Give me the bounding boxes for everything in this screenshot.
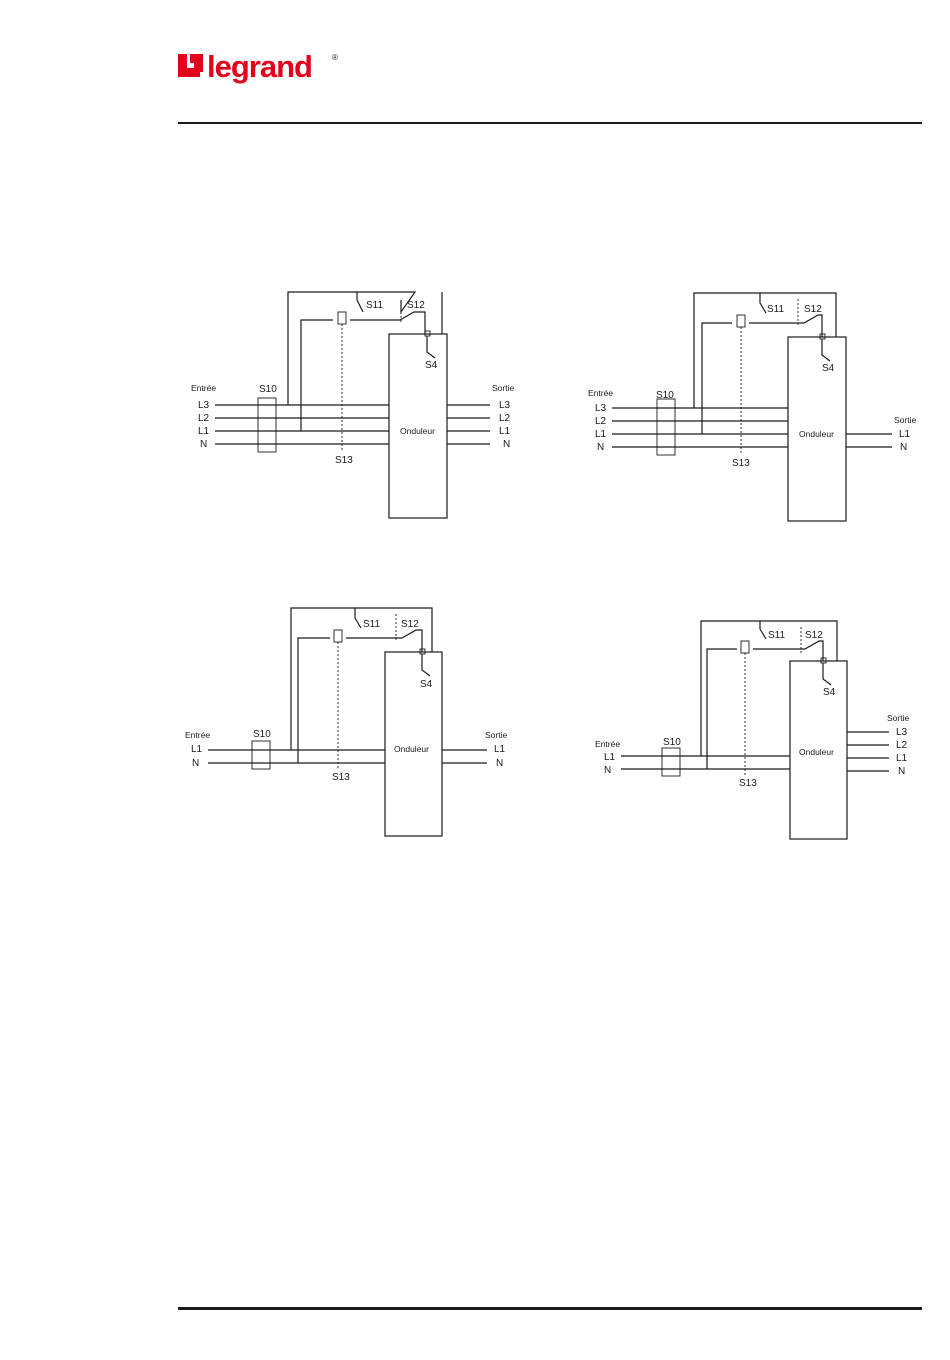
s4-label: S4 (823, 687, 836, 698)
onduleur-label: Onduleur (799, 747, 834, 757)
output-label: L1 (494, 744, 506, 755)
s13-label: S13 (732, 458, 750, 469)
output-label: L1 (499, 426, 511, 437)
legrand-logo: legrand ® (176, 50, 376, 94)
output-label: L2 (499, 413, 511, 424)
registered-mark: ® (332, 53, 338, 62)
onduleur-label: Onduleur (400, 426, 435, 436)
entree-label: Entrée (185, 730, 210, 740)
footer-rule (178, 1307, 922, 1310)
s12-label: S12 (805, 630, 823, 641)
entree-label: Entrée (588, 388, 613, 398)
output-label: N (900, 442, 907, 453)
s12-label: S12 (804, 304, 822, 315)
input-label: L1 (604, 752, 616, 763)
legrand-mark-icon (178, 54, 203, 77)
input-label: N (597, 442, 604, 453)
sortie-label: Sortie (492, 383, 514, 393)
s13-label: S13 (739, 778, 757, 789)
wiring-diagram-2: Entrée Sortie L3 L2 L1 N L1 N S10 S11 S1… (582, 285, 922, 525)
input-label: L1 (191, 744, 203, 755)
s4-label: S4 (425, 360, 438, 371)
output-label: L3 (896, 727, 908, 738)
s12-label: S12 (401, 619, 419, 630)
wiring-diagram-1: Entrée Sortie L3 L2 L1 N L3 L2 L1 N S10 … (185, 282, 525, 522)
s10-label: S10 (253, 729, 271, 740)
input-label: L3 (595, 403, 607, 414)
output-label: N (503, 439, 510, 450)
header-rule (178, 122, 922, 124)
sortie-label: Sortie (894, 415, 916, 425)
input-label: L1 (595, 429, 607, 440)
input-label: L2 (595, 416, 607, 427)
input-label: L2 (198, 413, 210, 424)
output-label: L1 (899, 429, 911, 440)
s11-label: S11 (767, 304, 784, 315)
s13-label: S13 (332, 772, 350, 783)
output-label: L2 (896, 740, 908, 751)
input-label: L3 (198, 400, 210, 411)
onduleur-label: Onduleur (394, 744, 429, 754)
entree-label: Entrée (595, 739, 620, 749)
onduleur-label: Onduleur (799, 429, 834, 439)
output-label: N (496, 758, 503, 769)
input-label: N (604, 765, 611, 776)
brand-name: legrand (207, 50, 312, 84)
s10-label: S10 (663, 737, 681, 748)
output-label: N (898, 766, 905, 777)
wiring-diagram-4: Entrée Sortie L1 N L3 L2 L1 N S10 S11 S1… (585, 615, 925, 855)
s10-label: S10 (259, 384, 277, 395)
wiring-diagram-3: Entrée Sortie L1 N L1 N S10 S11 S12 S13 … (180, 600, 520, 840)
sortie-label: Sortie (887, 713, 909, 723)
output-label: L1 (896, 753, 908, 764)
s11-label: S11 (768, 630, 785, 641)
input-label: N (200, 439, 207, 450)
s11-label: S11 (366, 300, 383, 311)
s12-label: S12 (407, 300, 425, 311)
sortie-label: Sortie (485, 730, 507, 740)
s13-label: S13 (335, 455, 353, 466)
entree-label: Entrée (191, 383, 216, 393)
s4-label: S4 (822, 363, 835, 374)
s11-label: S11 (363, 619, 380, 630)
input-label: N (192, 758, 199, 769)
input-label: L1 (198, 426, 210, 437)
output-label: L3 (499, 400, 511, 411)
s4-label: S4 (420, 679, 433, 690)
